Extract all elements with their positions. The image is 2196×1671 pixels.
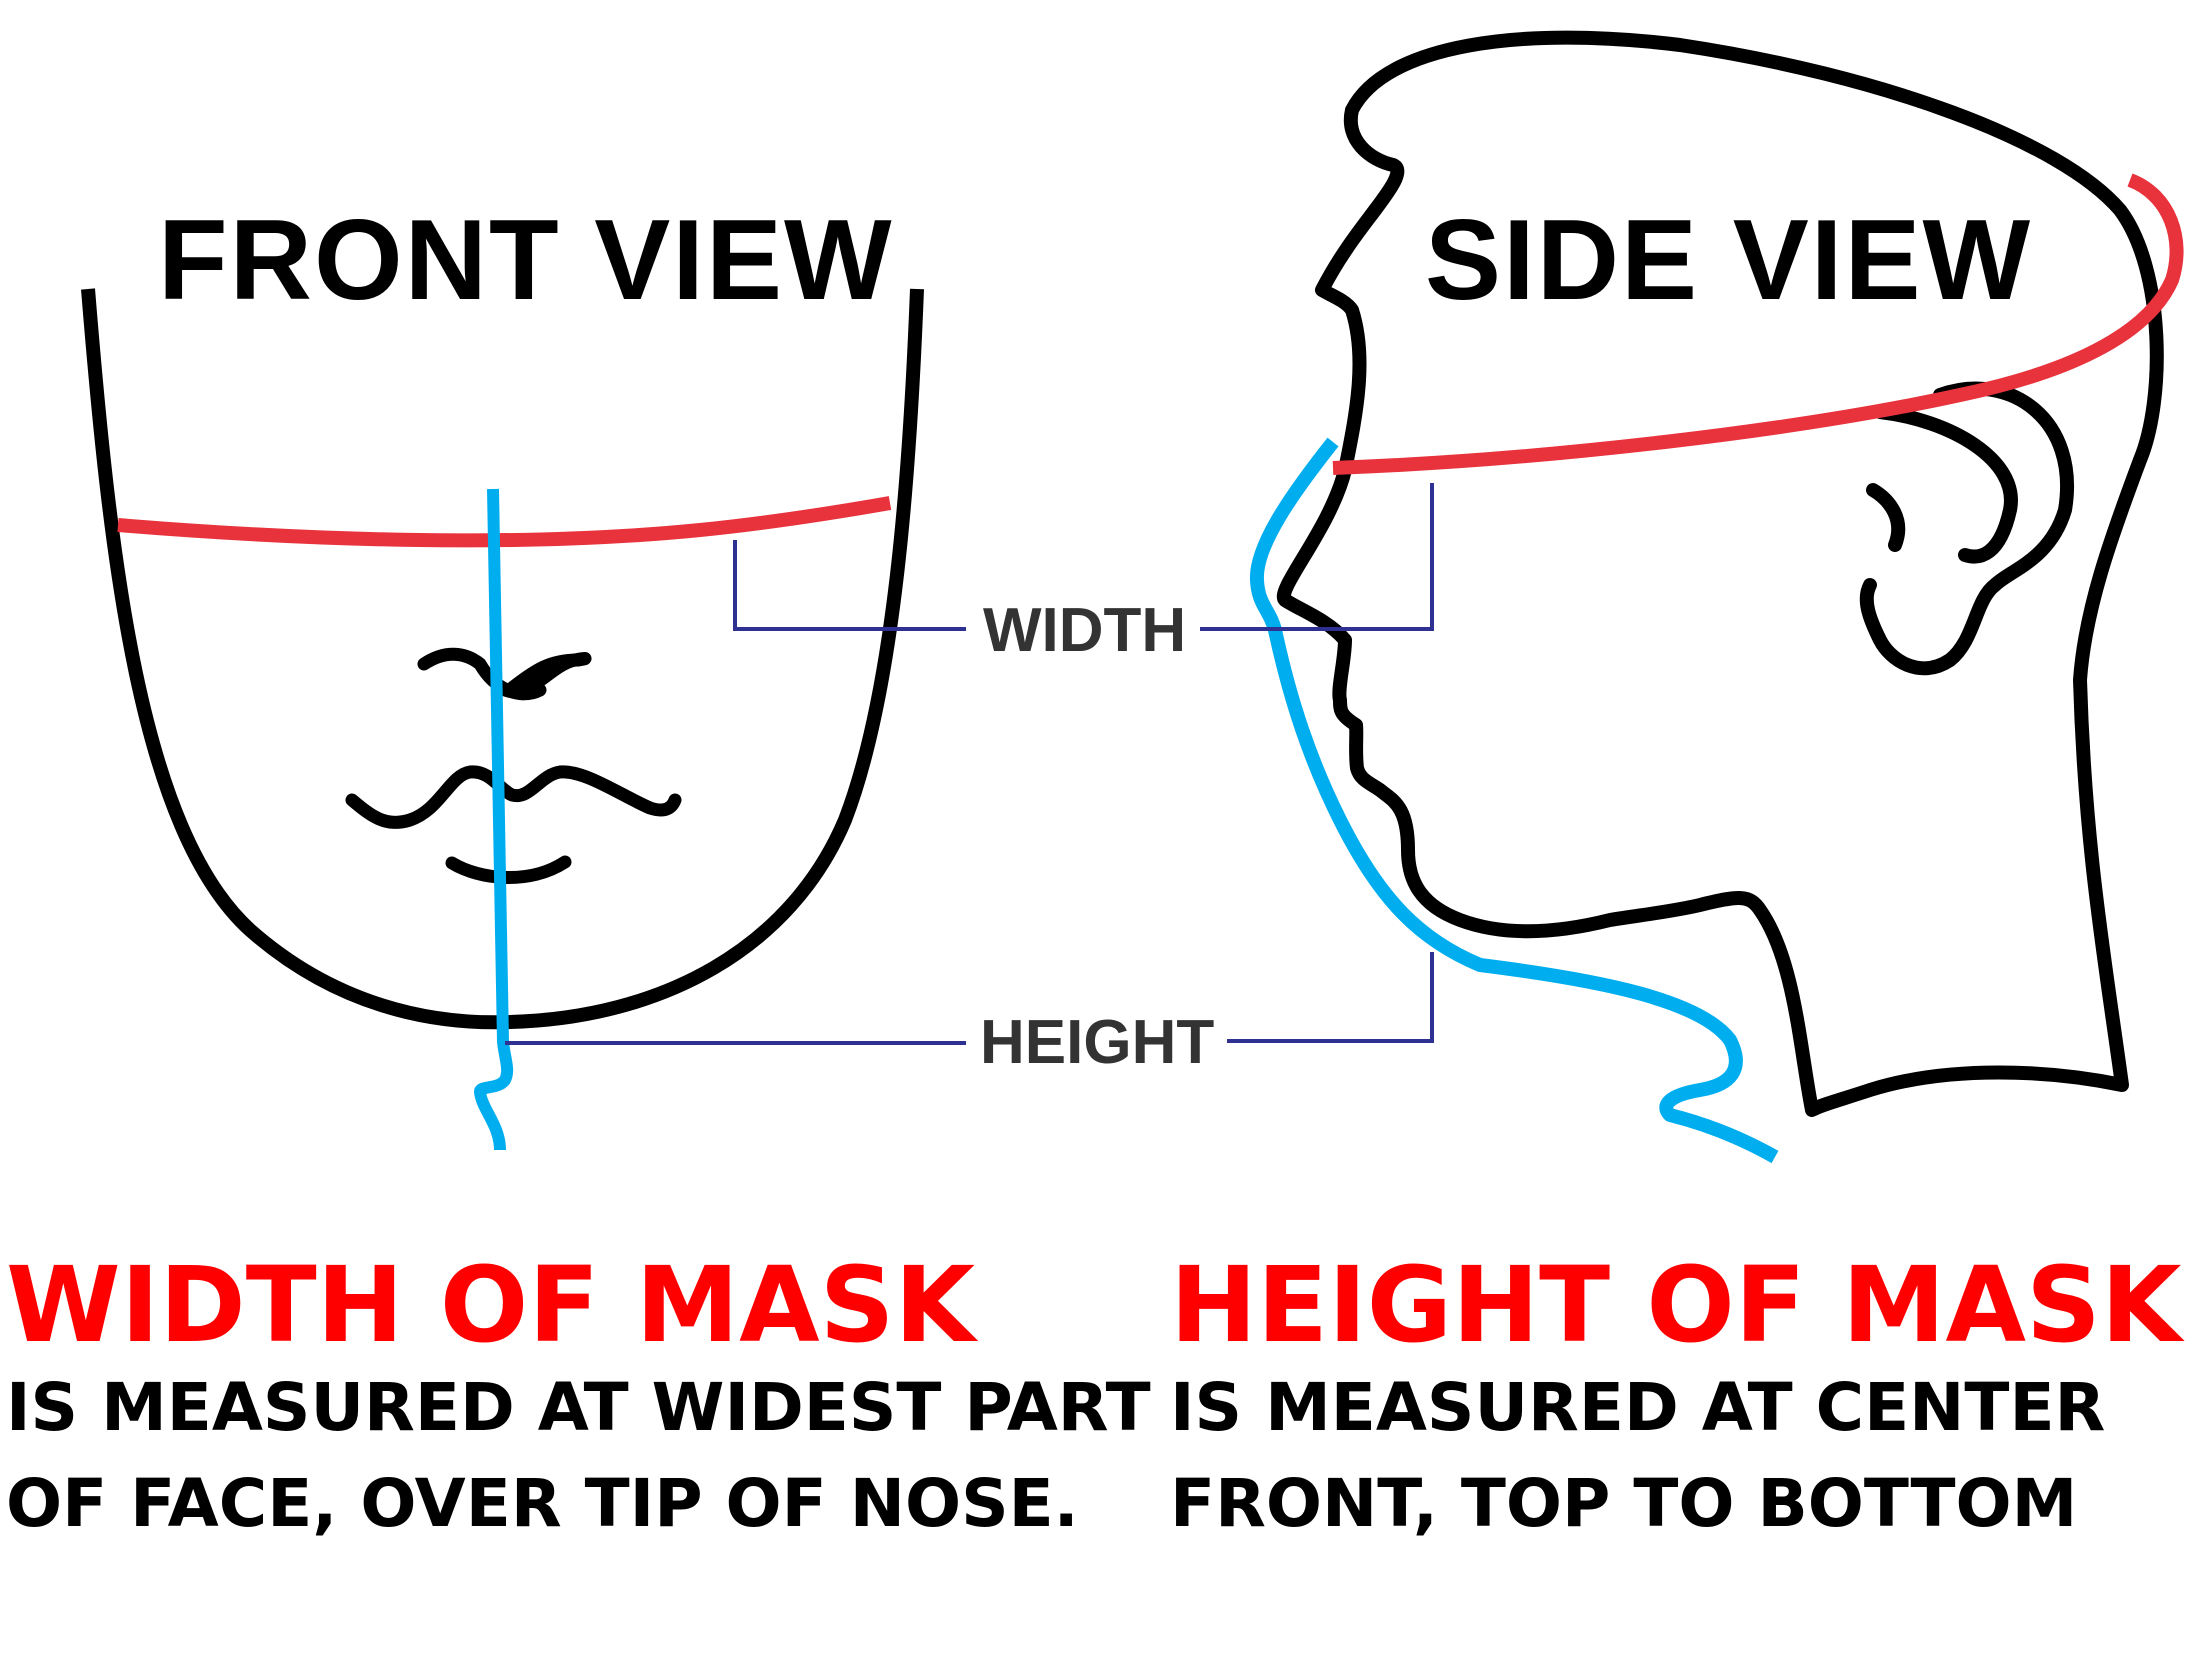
side-height-line	[1257, 442, 1775, 1157]
side-view-title: SIDE VIEW	[1425, 197, 2032, 324]
width-caption: WIDTH OF MASK IS MEASURED AT WIDEST PART…	[6, 1250, 1151, 1552]
front-nose	[352, 772, 675, 823]
height-caption-heading: HEIGHT OF MASK	[1170, 1250, 2181, 1360]
height-caption-line-1: IS MEASURED AT CENTER	[1170, 1360, 2181, 1456]
width-bracket-right	[1200, 483, 1432, 629]
front-width-line	[118, 503, 890, 540]
height-caption: HEIGHT OF MASK IS MEASURED AT CENTER FRO…	[1170, 1250, 2181, 1552]
front-view: FRONT VIEW	[88, 197, 917, 1150]
height-label: HEIGHT	[980, 1008, 1214, 1077]
side-ear-inner	[1873, 490, 1898, 545]
width-caption-line-2: OF FACE, OVER TIP OF NOSE.	[6, 1456, 1151, 1552]
width-caption-line-1: IS MEASURED AT WIDEST PART	[6, 1360, 1151, 1456]
height-caption-line-2: FRONT, TOP TO BOTTOM	[1170, 1456, 2181, 1552]
height-bracket-right	[1227, 952, 1432, 1041]
front-height-line	[480, 489, 507, 1150]
width-bracket-left	[735, 540, 966, 629]
front-view-title: FRONT VIEW	[158, 197, 894, 324]
width-label: WIDTH	[983, 596, 1186, 665]
height-dimension: HEIGHT	[505, 952, 1432, 1077]
front-mouth	[452, 862, 565, 878]
side-view: SIDE VIEW	[1257, 38, 2177, 1157]
width-caption-heading: WIDTH OF MASK	[6, 1250, 1151, 1360]
